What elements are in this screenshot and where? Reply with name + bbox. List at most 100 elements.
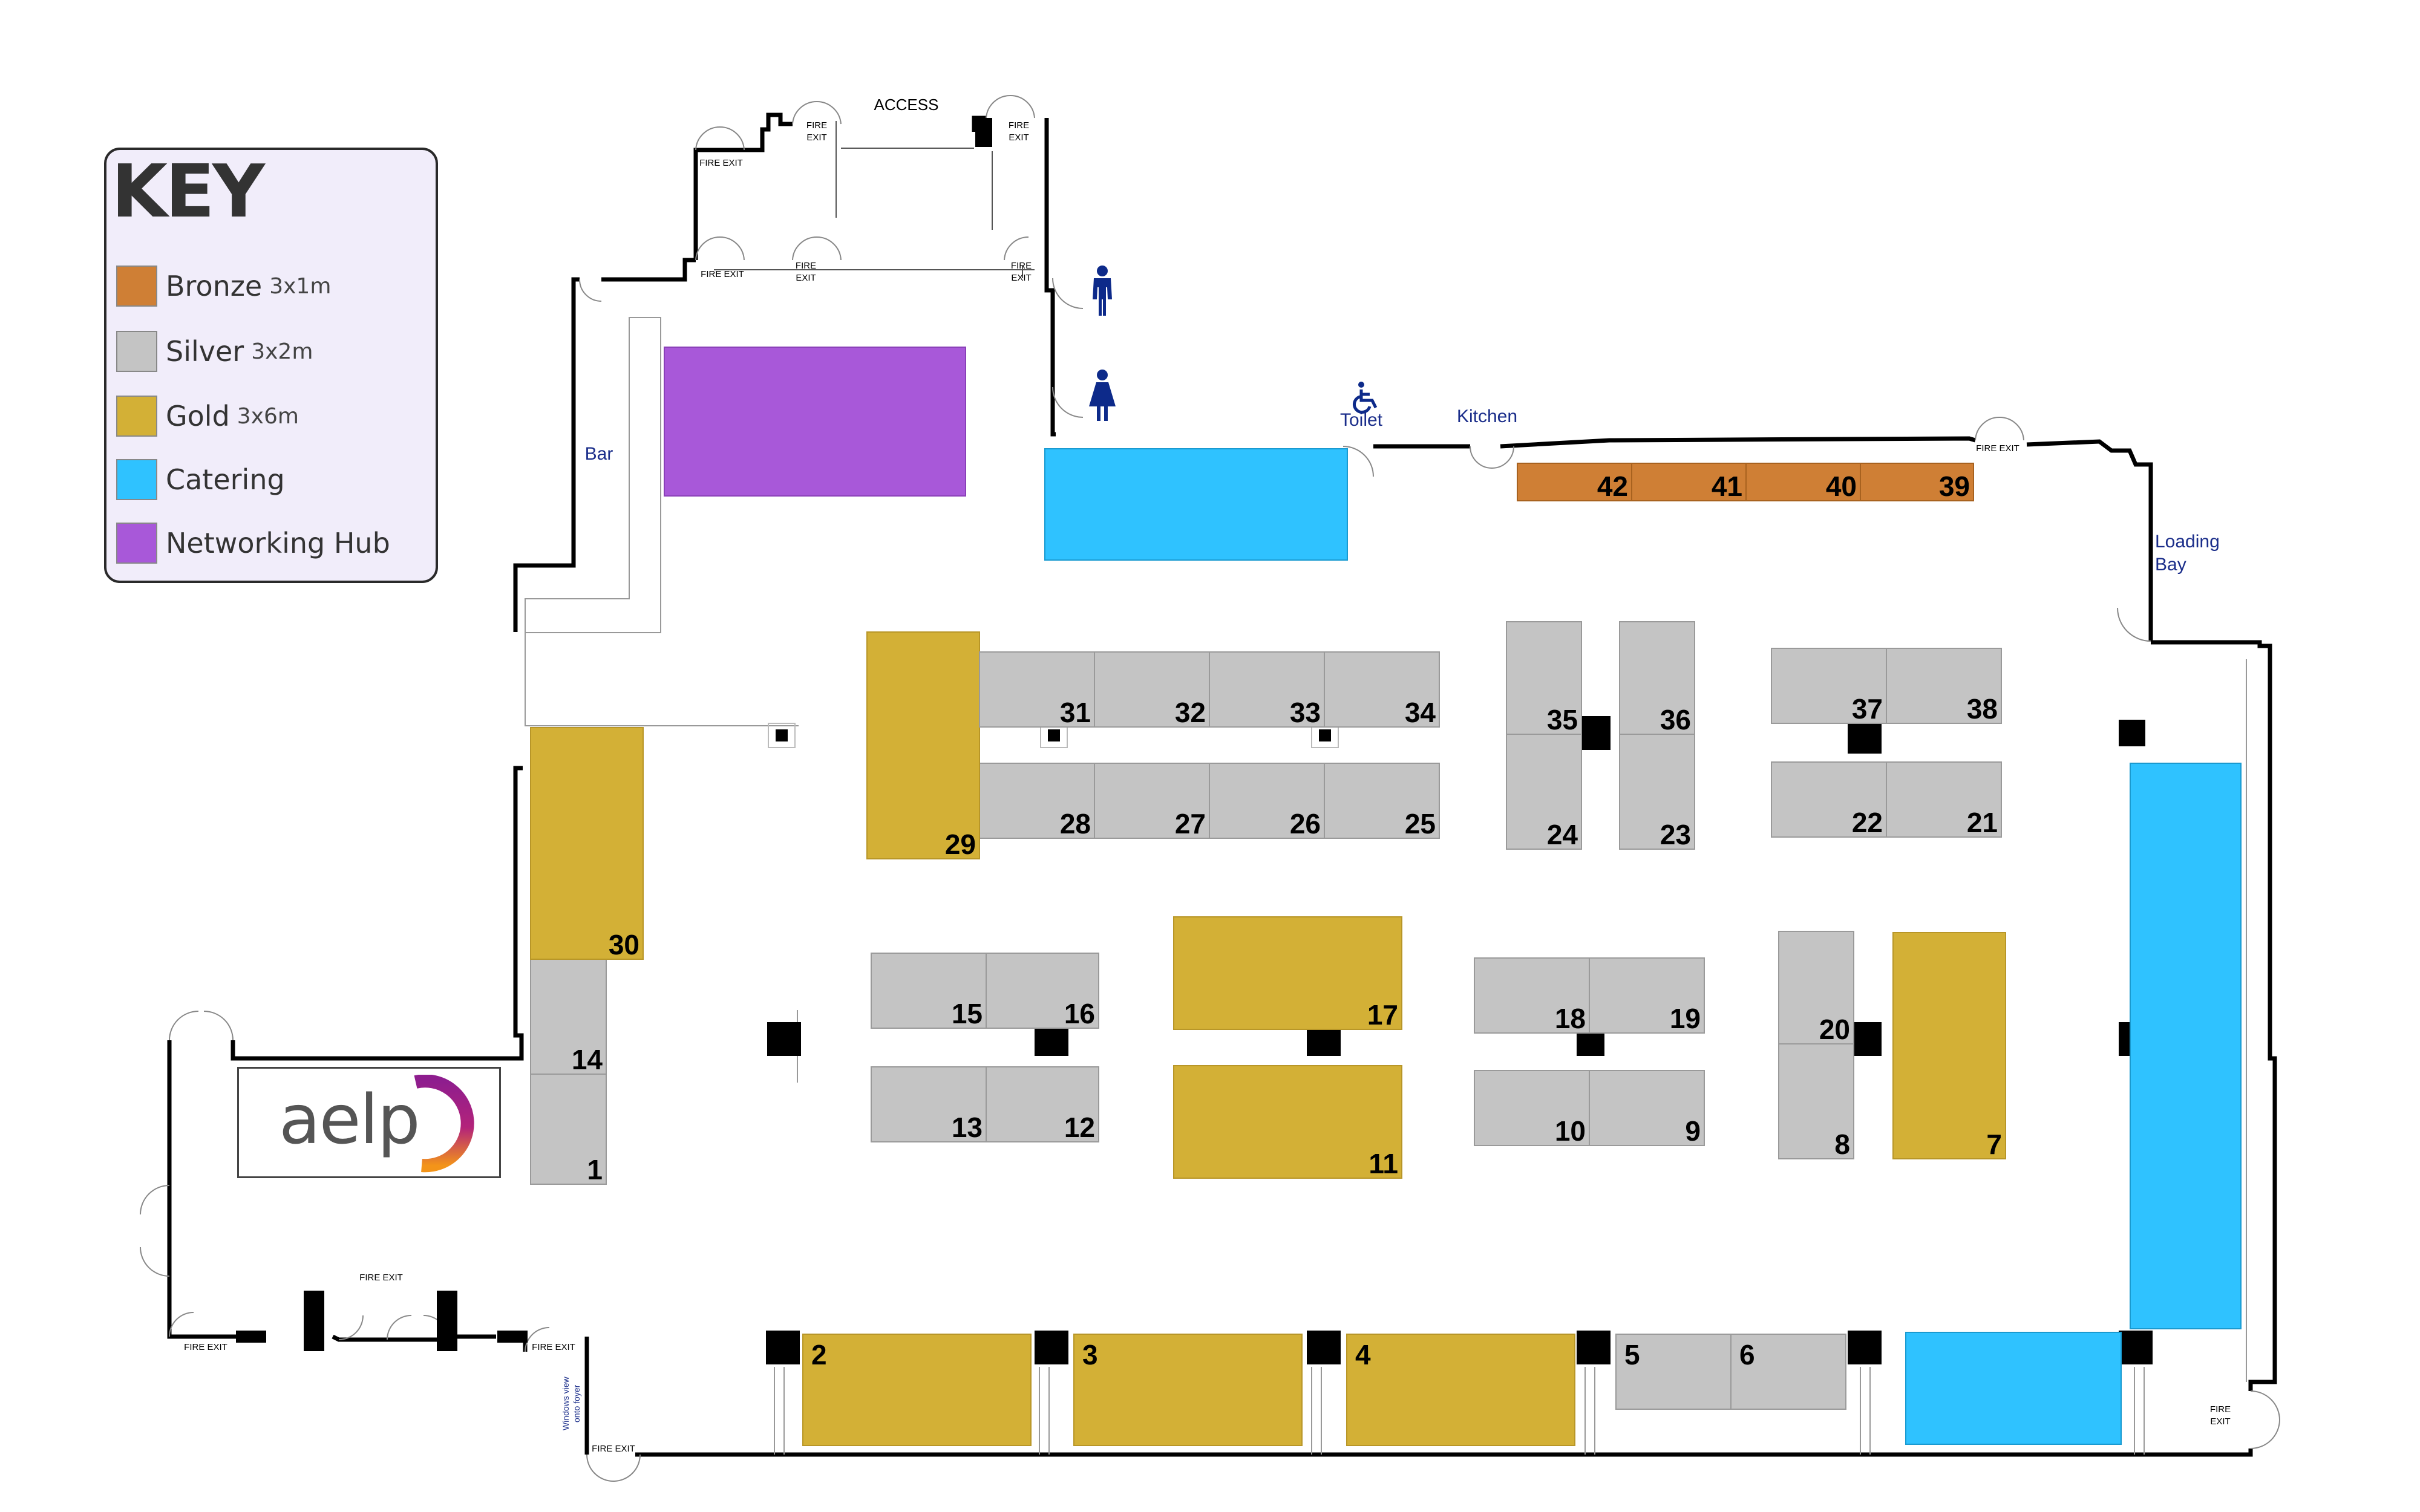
stand-25[interactable]: 25 <box>1324 763 1440 839</box>
stand-33[interactable]: 33 <box>1209 651 1325 728</box>
stand-number: 42 <box>1597 471 1628 502</box>
stand-box[interactable] <box>1094 763 1210 839</box>
stand-39[interactable]: 39 <box>1860 463 1974 502</box>
stand-box[interactable] <box>986 953 1099 1029</box>
stand-7[interactable]: 7 <box>1892 932 2006 1160</box>
stand-box[interactable] <box>1860 463 1974 501</box>
stand-box[interactable] <box>1631 463 1747 501</box>
stand-box[interactable] <box>1589 957 1705 1034</box>
stand-box[interactable] <box>1730 1334 1846 1410</box>
stand-34[interactable]: 34 <box>1324 651 1440 728</box>
stand-1[interactable]: 1 <box>530 1074 607 1185</box>
catering-area[interactable] <box>1905 1332 2122 1445</box>
stand-24[interactable]: 24 <box>1506 734 1582 850</box>
stand-19[interactable]: 19 <box>1589 957 1705 1034</box>
catering-area[interactable] <box>1044 448 1348 561</box>
stand-20[interactable]: 20 <box>1778 931 1854 1045</box>
fire-exit-label: EXIT <box>796 273 816 283</box>
stand-21[interactable]: 21 <box>1886 761 2002 838</box>
catering-area[interactable] <box>2130 763 2242 1329</box>
stand-12[interactable]: 12 <box>986 1066 1099 1143</box>
stand-box[interactable] <box>1324 651 1440 728</box>
stand-box[interactable] <box>866 631 980 859</box>
stand-29[interactable]: 29 <box>866 631 980 860</box>
key-item-size: 3x2m <box>251 339 313 364</box>
stand-4[interactable]: 4 <box>1346 1334 1575 1446</box>
stand-box[interactable] <box>1771 761 1887 838</box>
stand-box[interactable] <box>1209 763 1325 839</box>
stand-box[interactable] <box>986 1066 1099 1142</box>
stand-28[interactable]: 28 <box>979 763 1095 839</box>
stand-15[interactable]: 15 <box>871 953 987 1029</box>
key-item-label: Bronze <box>166 270 263 302</box>
stand-5[interactable]: 5 <box>1615 1334 1732 1410</box>
stand-box[interactable] <box>1771 648 1887 724</box>
stand-number: 36 <box>1660 704 1691 735</box>
networking-hub-area[interactable] <box>664 347 966 497</box>
silver-swatch <box>116 331 157 372</box>
stand-box[interactable] <box>1173 916 1402 1030</box>
stand-box[interactable] <box>1173 1065 1402 1179</box>
stand-box[interactable] <box>1506 621 1582 735</box>
fire-exit-label: FIRE EXIT <box>592 1444 635 1454</box>
stand-box[interactable] <box>1892 932 2006 1159</box>
stand-11[interactable]: 11 <box>1173 1065 1402 1179</box>
stand-box[interactable] <box>1619 621 1695 735</box>
stand-box[interactable] <box>1209 651 1325 728</box>
stand-36[interactable]: 36 <box>1619 621 1695 735</box>
stand-17[interactable]: 17 <box>1173 916 1402 1031</box>
stand-13[interactable]: 13 <box>871 1066 987 1143</box>
stand-3[interactable]: 3 <box>1073 1334 1303 1446</box>
stand-box[interactable] <box>1619 734 1695 850</box>
stand-22[interactable]: 22 <box>1771 761 1887 838</box>
stand-box[interactable] <box>979 651 1095 728</box>
stand-box[interactable] <box>1886 648 2002 724</box>
stand-27[interactable]: 27 <box>1094 763 1210 839</box>
stand-box[interactable] <box>1778 931 1854 1044</box>
stand-box[interactable] <box>1517 463 1632 501</box>
stand-number: 24 <box>1547 819 1578 850</box>
stand-42[interactable]: 42 <box>1517 463 1632 502</box>
stand-18[interactable]: 18 <box>1474 957 1590 1034</box>
stand-box[interactable] <box>1474 957 1590 1034</box>
stand-10[interactable]: 10 <box>1474 1070 1590 1147</box>
stand-box[interactable] <box>871 1066 987 1142</box>
stand-26[interactable]: 26 <box>1209 763 1325 839</box>
stand-40[interactable]: 40 <box>1745 463 1861 502</box>
stand-box[interactable] <box>1346 1334 1575 1446</box>
fire-exit-label: FIRE EXIT <box>699 158 743 168</box>
stand-16[interactable]: 16 <box>986 953 1099 1029</box>
stand-box[interactable] <box>1324 763 1440 839</box>
kitchen-label: Kitchen <box>1457 406 1517 426</box>
stand-8[interactable]: 8 <box>1778 1043 1854 1160</box>
stand-14[interactable]: 14 <box>530 959 607 1075</box>
areas-layer <box>664 347 2242 1445</box>
stand-box[interactable] <box>1094 651 1210 728</box>
key-item-label: Silver <box>166 335 244 368</box>
male-toilet-icon <box>1093 266 1112 316</box>
stand-box[interactable] <box>1778 1043 1854 1159</box>
bottom-wall-windows <box>774 659 2247 1455</box>
stand-box[interactable] <box>1589 1070 1705 1146</box>
stand-35[interactable]: 35 <box>1506 621 1582 735</box>
stand-box[interactable] <box>1745 463 1861 501</box>
stand-number: 4 <box>1355 1339 1371 1370</box>
stand-number: 23 <box>1660 819 1691 850</box>
stand-box[interactable] <box>979 763 1095 839</box>
stand-box[interactable] <box>530 727 644 960</box>
stand-box[interactable] <box>1073 1334 1303 1446</box>
stand-30[interactable]: 30 <box>530 727 644 960</box>
stand-31[interactable]: 31 <box>979 651 1095 728</box>
stand-38[interactable]: 38 <box>1886 648 2002 725</box>
stand-box[interactable] <box>802 1334 1032 1446</box>
stand-box[interactable] <box>1474 1070 1590 1146</box>
stand-6[interactable]: 6 <box>1730 1334 1846 1410</box>
stand-37[interactable]: 37 <box>1771 648 1887 725</box>
stand-23[interactable]: 23 <box>1619 734 1695 850</box>
stand-9[interactable]: 9 <box>1589 1070 1705 1147</box>
stand-2[interactable]: 2 <box>802 1334 1032 1446</box>
gold-swatch <box>116 396 157 437</box>
stand-32[interactable]: 32 <box>1094 651 1210 728</box>
stand-41[interactable]: 41 <box>1631 463 1747 502</box>
aelp-logo: aelp <box>237 1067 501 1178</box>
